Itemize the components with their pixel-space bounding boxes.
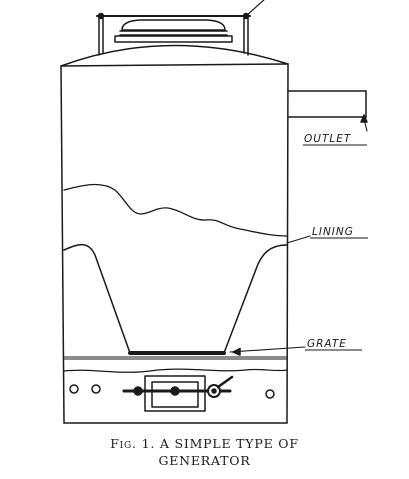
outlet-pipe — [287, 90, 367, 118]
dome-top — [60, 44, 289, 67]
lining-label: LINING — [312, 226, 354, 238]
caption-line-2: GENERATOR — [158, 453, 251, 468]
outlet-leader — [360, 114, 368, 132]
grate-label: GRATE — [307, 338, 347, 350]
lifting-frame — [96, 0, 265, 56]
ash-pit-line — [63, 368, 288, 373]
lid — [114, 19, 233, 43]
grate — [63, 351, 288, 360]
outlet-label: OUTLET — [304, 133, 352, 145]
grate-leader — [229, 346, 306, 356]
fuel-surface — [63, 183, 288, 237]
caption-line-1: 1. A SIMPLE TYPE OF — [141, 436, 299, 451]
lining-leader — [286, 235, 311, 244]
vessel-body — [60, 63, 289, 424]
ash-door — [122, 375, 234, 412]
figure-caption: Fig. 1. A SIMPLE TYPE OF — [0, 436, 409, 451]
lining — [63, 243, 288, 354]
air-holes — [69, 384, 275, 399]
figure-number-label: Fig. — [110, 436, 137, 451]
